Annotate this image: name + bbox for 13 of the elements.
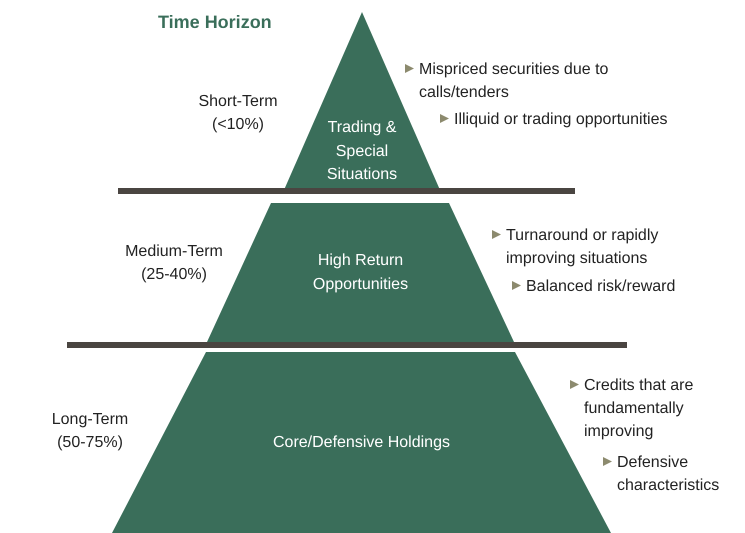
tier-label: High Return Opportunities <box>312 251 410 294</box>
bullet-text: Illiquid or trading opportunities <box>454 110 668 130</box>
bullet-text: Mispriced securities due to calls/tenders <box>419 60 610 104</box>
tier-label: Trading & Special Situations <box>326 118 398 185</box>
bullet-text: Credits that are fundamentally improving <box>584 376 694 442</box>
bullet-text: Defensive characteristics <box>617 453 720 496</box>
bullet-text: Turnaround or rapidly improving situations <box>506 226 660 270</box>
bullet-text: Balanced risk/reward <box>526 277 676 297</box>
term-label: Long-Term (50-75%) <box>50 410 130 454</box>
diagram-title: Time Horizon <box>158 11 272 34</box>
term-label: Short-Term (<10%) <box>197 92 279 136</box>
tier-label: Core/Defensive Holdings <box>273 432 450 453</box>
term-label: Medium-Term (25-40%) <box>124 242 224 286</box>
